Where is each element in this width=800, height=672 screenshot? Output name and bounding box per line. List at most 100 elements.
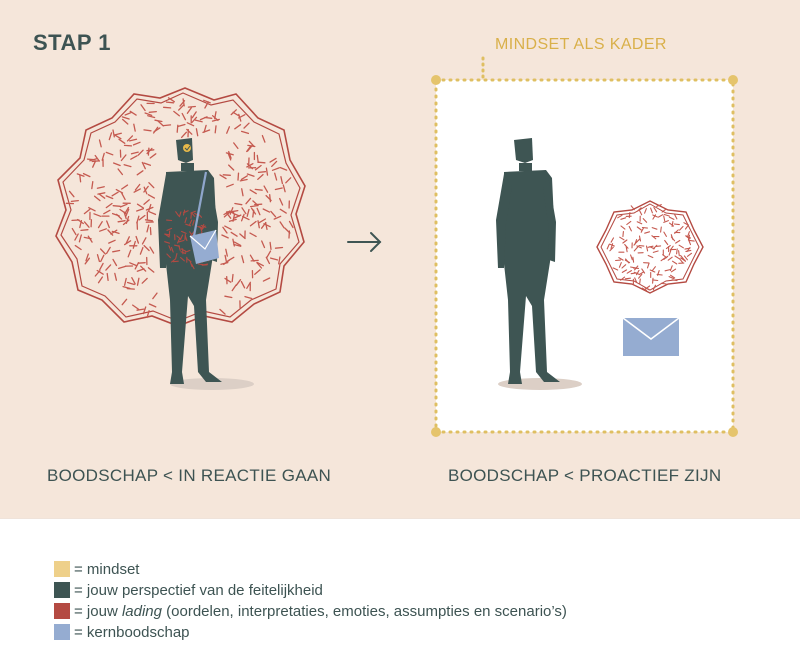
hatch-stroke: [144, 163, 151, 165]
hatch-stroke: [640, 279, 641, 284]
hatch-stroke: [244, 123, 249, 128]
hatch-stroke: [273, 168, 280, 170]
hatch-stroke: [138, 263, 145, 264]
hatch-stroke: [276, 248, 283, 249]
hatch-stroke: [144, 130, 151, 131]
hatch-stroke: [99, 194, 105, 198]
hatch-stroke: [77, 174, 84, 176]
legend-label-kernboodschap: = kernboodschap: [74, 624, 190, 641]
hatch-stroke: [220, 309, 225, 314]
hatch-stroke: [98, 255, 100, 262]
hatch-stroke: [223, 175, 230, 176]
hatch-stroke: [148, 116, 155, 118]
hatch-stroke: [229, 165, 234, 170]
hatch-stroke: [227, 212, 234, 213]
hatch-stroke: [270, 242, 271, 249]
hatch-stroke: [642, 228, 647, 229]
hatch-stroke: [262, 136, 265, 143]
hatch-stroke: [270, 158, 276, 162]
hatch-stroke: [205, 118, 212, 119]
hatch-stroke: [149, 304, 155, 307]
hatch-stroke: [188, 107, 195, 108]
hatch-stroke: [255, 270, 260, 275]
mindset-swatch: [54, 561, 70, 577]
hatch-stroke: [661, 227, 662, 232]
hatch-stroke: [281, 177, 283, 184]
hatch-stroke: [122, 299, 126, 304]
hatch-stroke: [149, 183, 154, 188]
legend-lading-prefix: = jouw: [74, 603, 122, 620]
hatch-stroke: [231, 232, 237, 236]
lading-swatch: [54, 603, 70, 619]
hatch-stroke: [232, 275, 233, 282]
hatch-stroke: [230, 219, 237, 221]
hatch-stroke: [677, 249, 678, 254]
hatch-stroke: [138, 150, 143, 155]
legend-lading-suffix: (oordelen, interpretaties, emoties, assu…: [162, 603, 567, 620]
hatch-stroke: [191, 213, 192, 218]
hatch-stroke: [187, 108, 191, 114]
hatch-stroke: [80, 175, 81, 182]
hatch-stroke: [195, 120, 202, 122]
hatch-stroke: [639, 246, 644, 247]
hatch-stroke: [215, 126, 216, 133]
hatch-stroke: [113, 251, 120, 252]
hatch-stroke: [192, 112, 196, 118]
hatch-stroke: [623, 232, 624, 237]
hatch-stroke: [107, 247, 111, 253]
hatch-stroke: [138, 204, 144, 208]
hatch-stroke: [267, 251, 271, 257]
hatch-stroke: [150, 247, 154, 253]
hatch-stroke: [241, 176, 247, 180]
hatch-stroke: [127, 289, 134, 290]
hatch-stroke: [100, 140, 102, 147]
person-reactive: [158, 138, 254, 390]
hatch-stroke: [94, 214, 101, 217]
mindset-frame: [431, 58, 738, 437]
hatch-stroke: [132, 278, 135, 284]
hatch-stroke: [149, 112, 156, 113]
hatch-stroke: [242, 131, 249, 133]
hatch-stroke: [242, 189, 243, 196]
hatch-stroke: [271, 211, 276, 216]
hatch-stroke: [115, 273, 117, 280]
hatch-stroke: [259, 219, 265, 223]
hatch-stroke: [283, 185, 285, 192]
hatch-stroke: [251, 260, 258, 261]
caption-reactive: BOODSCHAP < IN REACTIE GAAN: [47, 466, 331, 486]
hatch-stroke: [286, 178, 291, 183]
hatch-stroke: [263, 209, 269, 212]
hatch-stroke: [137, 216, 139, 223]
hatch-stroke: [232, 285, 236, 291]
hatch-stroke: [625, 278, 630, 279]
hatch-stroke: [92, 182, 93, 189]
hatch-stroke: [107, 274, 108, 281]
hatch-stroke: [234, 143, 238, 149]
hatch-stroke: [137, 209, 144, 211]
hatch-stroke: [147, 225, 149, 232]
step-title: STAP 1: [33, 30, 111, 56]
hatch-stroke: [251, 222, 257, 226]
hatch-stroke: [119, 139, 125, 143]
hatch-stroke: [134, 124, 135, 131]
hatch-stroke: [123, 119, 128, 124]
hatch-stroke: [109, 240, 115, 243]
caption-proactive: BOODSCHAP < PROACTIEF ZIJN: [448, 466, 721, 486]
hatch-stroke: [167, 102, 174, 103]
hatch-stroke: [223, 227, 227, 233]
hatch-stroke: [143, 238, 146, 244]
hatch-stroke: [674, 224, 679, 225]
hatch-stroke: [164, 125, 171, 126]
hatch-stroke: [280, 209, 286, 213]
hatch-stroke: [661, 283, 666, 284]
hatch-stroke: [280, 222, 284, 228]
hatch-stroke: [75, 246, 81, 250]
hatch-stroke: [142, 278, 147, 283]
legend-label-mindset: = mindset: [74, 561, 139, 578]
hatch-stroke: [100, 229, 107, 231]
hatch-stroke: [113, 214, 120, 216]
hatch-stroke: [120, 210, 126, 214]
hatch-stroke: [148, 195, 154, 198]
hatch-stroke: [133, 305, 139, 309]
hatch-stroke: [225, 278, 231, 282]
